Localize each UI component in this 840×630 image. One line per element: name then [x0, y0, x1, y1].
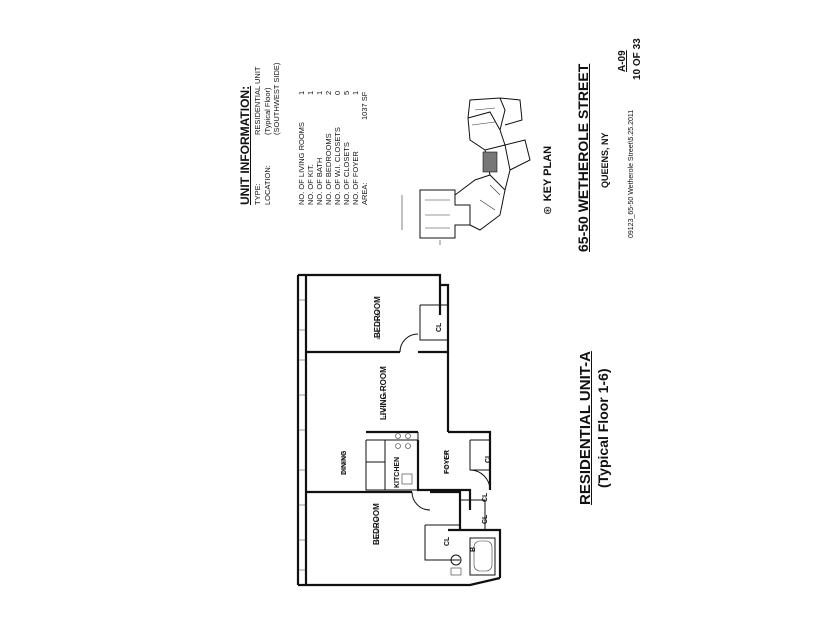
room-living-dim: 13'-0" x 19'-6" — [382, 390, 387, 418]
unit-info-location-value-2: (SOUTHWEST SIDE) — [272, 62, 281, 135]
unit-info-type-value: RESIDENTIAL UNIT — [253, 66, 262, 135]
unit-info-row-label: AREA: — [360, 182, 369, 205]
unit-info-row-label: NO. OF CLOSETS — [342, 142, 351, 205]
room-kitchen: KITCHEN — [394, 456, 401, 488]
closet-label: CL — [482, 514, 489, 524]
bedroom-top-walls — [306, 283, 450, 354]
living-room-walls — [446, 352, 492, 490]
unit-info-row-value: 5 — [342, 90, 351, 95]
bedroom-bottom-walls — [306, 490, 486, 561]
closet-label: CL — [485, 453, 492, 463]
bath-label: B — [470, 546, 477, 552]
exterior-walls — [296, 273, 501, 587]
unit-info-row-label: NO. OF BATH — [315, 157, 324, 205]
unit-info-row-value: 1037 SF — [360, 91, 369, 120]
project-city: QUEENS, NY — [600, 132, 610, 188]
building-footprint — [401, 97, 531, 245]
closet-label: CL — [444, 536, 451, 546]
unit-info-row-value: 1 — [351, 90, 360, 95]
unit-info-type-label: TYPE: — [253, 183, 262, 205]
unit-info-location-value-1: (Typical Floor) — [263, 87, 272, 135]
kitchen-walls — [365, 430, 419, 491]
unit-info-row-value: 0 — [333, 90, 342, 95]
room-foyer-dim: 5'-0" x 6'-6" — [444, 451, 449, 474]
unit-info-row-label: NO. OF W.I. CLOSETS — [333, 127, 342, 205]
file-reference: 09123_65-50 Wetherole Street\5.25.2011 — [628, 109, 635, 238]
closet-label: CL — [482, 492, 489, 502]
plan-title: RESIDENTIAL UNIT-A — [577, 351, 594, 505]
room-bedroom-bottom-dim: 12'-0" x 12'-6" — [375, 517, 380, 545]
plan-subtitle: (Typical Floor 1-6) — [595, 368, 611, 488]
closet-label: CL — [436, 322, 443, 332]
unit-info-location-label: LOCATION: — [263, 165, 272, 205]
unit-info-heading: UNIT INFORMATION: — [238, 85, 252, 205]
bath-walls — [448, 528, 502, 578]
unit-info-row-value: 1 — [315, 90, 324, 95]
room-bedroom-top-dim: 12'-0" x 13'-10" — [376, 309, 381, 340]
unit-info-row-value: 2 — [324, 90, 333, 95]
room-dining-dim: 7'-0" x 9'-6" — [341, 451, 346, 474]
unit-info-row-value: 1 — [297, 90, 306, 95]
compass-icon: ⊛ — [542, 205, 554, 215]
unit-info-row-label: NO. OF BEDROOMS — [324, 133, 333, 205]
key-plan-label: ⊛ KEY PLAN — [542, 145, 554, 215]
unit-info-row-label: NO. OF LIVING ROOMS — [297, 122, 306, 205]
unit-info-row-value: 1 — [306, 90, 315, 95]
unit-info-row-label: NO. OF KIT. — [306, 164, 315, 205]
unit-info-row-label: NO. OF FOYER — [351, 151, 360, 205]
page-number: 10 OF 33 — [632, 38, 643, 80]
project-address: 65-50 WETHEROLE STREET — [575, 63, 591, 252]
